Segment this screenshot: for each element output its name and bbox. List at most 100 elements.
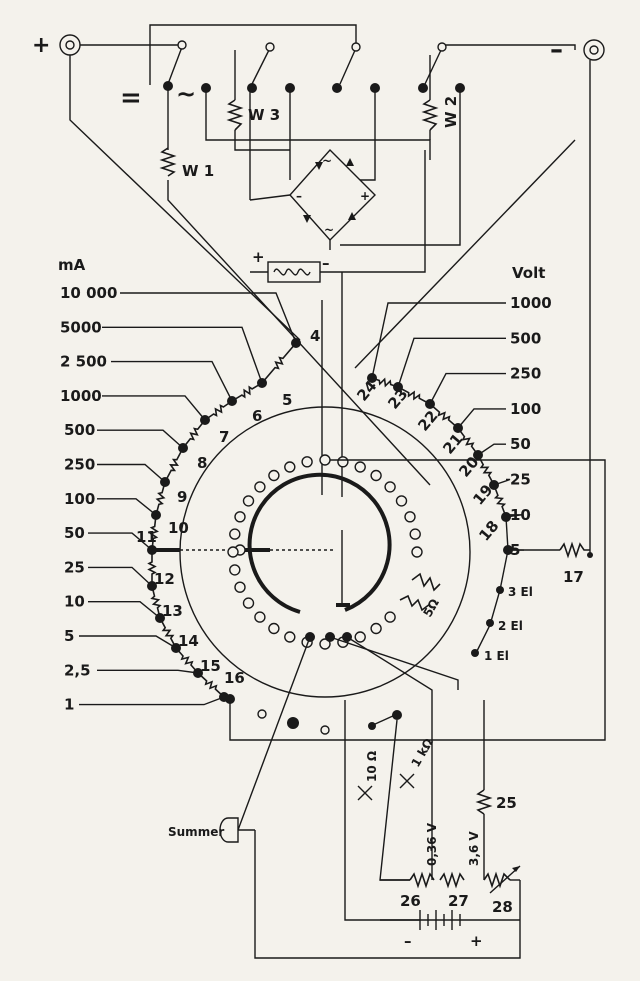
ma-shunt-resistor (261, 342, 297, 384)
summer-label: Summer (168, 825, 224, 839)
ma-shunt-resistor (164, 447, 184, 483)
ma-shunt-resistor (175, 647, 199, 674)
resistor-27-label: 27 (448, 892, 469, 910)
meter-coil: + – (250, 150, 426, 497)
resistor-17-label: 17 (563, 568, 584, 586)
ma-range-leader (88, 566, 153, 587)
ma-range-leader (120, 292, 297, 344)
ma-shunt-resistor (159, 617, 177, 649)
contact-hole (227, 546, 239, 558)
ma-range-label: 25 (64, 558, 85, 576)
ma-tap-label: 12 (154, 570, 175, 588)
plus-terminal-label: + (32, 33, 50, 58)
contact-hole (370, 622, 382, 635)
volt-range-label: 500 (510, 329, 541, 347)
plus-terminal: + (32, 33, 81, 58)
volt-range-label: 250 (510, 365, 541, 383)
contact-hole (229, 564, 241, 576)
resistor-26-label: 26 (400, 892, 421, 910)
ma-range-label: 100 (64, 490, 95, 508)
mode-switch-2 (247, 42, 295, 93)
rectifier-neg: – (296, 189, 302, 203)
ma-scale-title: mA (58, 256, 86, 274)
rectifier-ac2: ~ (324, 223, 334, 237)
volt-range-leader (505, 514, 523, 518)
volt-series-resistor (477, 454, 495, 486)
ma-shunt-resistor (155, 481, 166, 516)
volt-range-leader (429, 372, 506, 405)
ma-range-leader (97, 429, 184, 449)
ma-shunt-resistor (182, 419, 206, 449)
volt-range-leader (493, 478, 511, 486)
ma-tap-label: 6 (252, 407, 262, 425)
contact-hole (268, 622, 280, 635)
el-label-2: 2 El (498, 619, 523, 633)
ma-shunt-resistor (197, 672, 225, 698)
shunt-w3-label: W 3 (248, 106, 280, 124)
contact-hole (229, 528, 241, 540)
volt-range-label: 50 (510, 435, 531, 453)
shunt-w3: W 3 (226, 99, 280, 131)
battery-pos: + (470, 932, 483, 950)
ma-range-label: 1000 (60, 387, 102, 405)
ma-tap-label: 10 (168, 519, 189, 537)
rotary-switch (150, 300, 471, 698)
ma-tap-label: 5 (282, 391, 292, 409)
contact-hole (268, 469, 280, 482)
ma-range-label: 250 (64, 456, 95, 474)
contact-hole (254, 481, 266, 493)
contact-hole (234, 511, 246, 523)
mode-switch-1 (163, 40, 211, 93)
ma-range-leader (102, 395, 206, 421)
ma-shunt-resistor (148, 514, 160, 551)
el-label-3: 3 El (508, 585, 533, 599)
el-label-1: 1 El (484, 649, 509, 663)
ac-mode-label: ~ (176, 80, 196, 108)
shunt-w2-label: W 2 (442, 96, 460, 128)
contact-hole (354, 631, 366, 643)
volt-range-leader (371, 302, 506, 379)
minus-terminal-label: – (550, 35, 563, 65)
ma-tap-label: 15 (200, 657, 221, 675)
ma-range-leader (111, 360, 233, 402)
contact-hole (319, 454, 331, 466)
contact-hole (301, 456, 313, 468)
volt-range-label: 100 (510, 400, 541, 418)
contact-hole (254, 611, 266, 623)
ma-range-leader (88, 601, 161, 619)
contact-hole (337, 456, 349, 468)
resistor-5-ohm-label: 5Ω (420, 596, 441, 619)
battery-neg: – (404, 932, 412, 950)
contact-hole (284, 461, 296, 473)
ma-tap-label: 9 (177, 488, 187, 506)
voltage-36-label: 3,6 V (467, 831, 481, 866)
contact-hole (370, 469, 382, 482)
ma-shunt-resistor (231, 382, 263, 402)
r10-ohm-label: 10 Ω (365, 751, 379, 782)
bridge-rectifier: ~ ~ – + (249, 148, 376, 250)
ma-range-label: 500 (64, 421, 95, 439)
top-wiring (69, 24, 591, 555)
meter-plus: + (252, 248, 265, 266)
shunt-w2: W 2 (421, 96, 460, 140)
contact-hole (411, 546, 423, 558)
contact-hole (384, 481, 396, 493)
contact-hole (409, 528, 421, 540)
shunt-w1-label: W 1 (182, 162, 214, 180)
volt-series-resistor (429, 403, 459, 429)
dc-mode-label: = (120, 83, 142, 113)
mode-switch-4 (418, 42, 465, 93)
contact-hole (242, 495, 255, 507)
ma-range-label: 50 (64, 524, 85, 542)
volt-range-leader (477, 443, 506, 456)
ma-range-leader (79, 635, 177, 649)
resistor-25-label: 25 (496, 794, 517, 812)
ma-shunt-resistor (204, 400, 233, 421)
ma-range-leader (79, 696, 225, 706)
ma-range-leader (97, 463, 166, 483)
ma-range-leader (102, 326, 263, 384)
rectifier-pos: + (360, 189, 370, 203)
rectifier-ac1: ~ (322, 154, 332, 168)
